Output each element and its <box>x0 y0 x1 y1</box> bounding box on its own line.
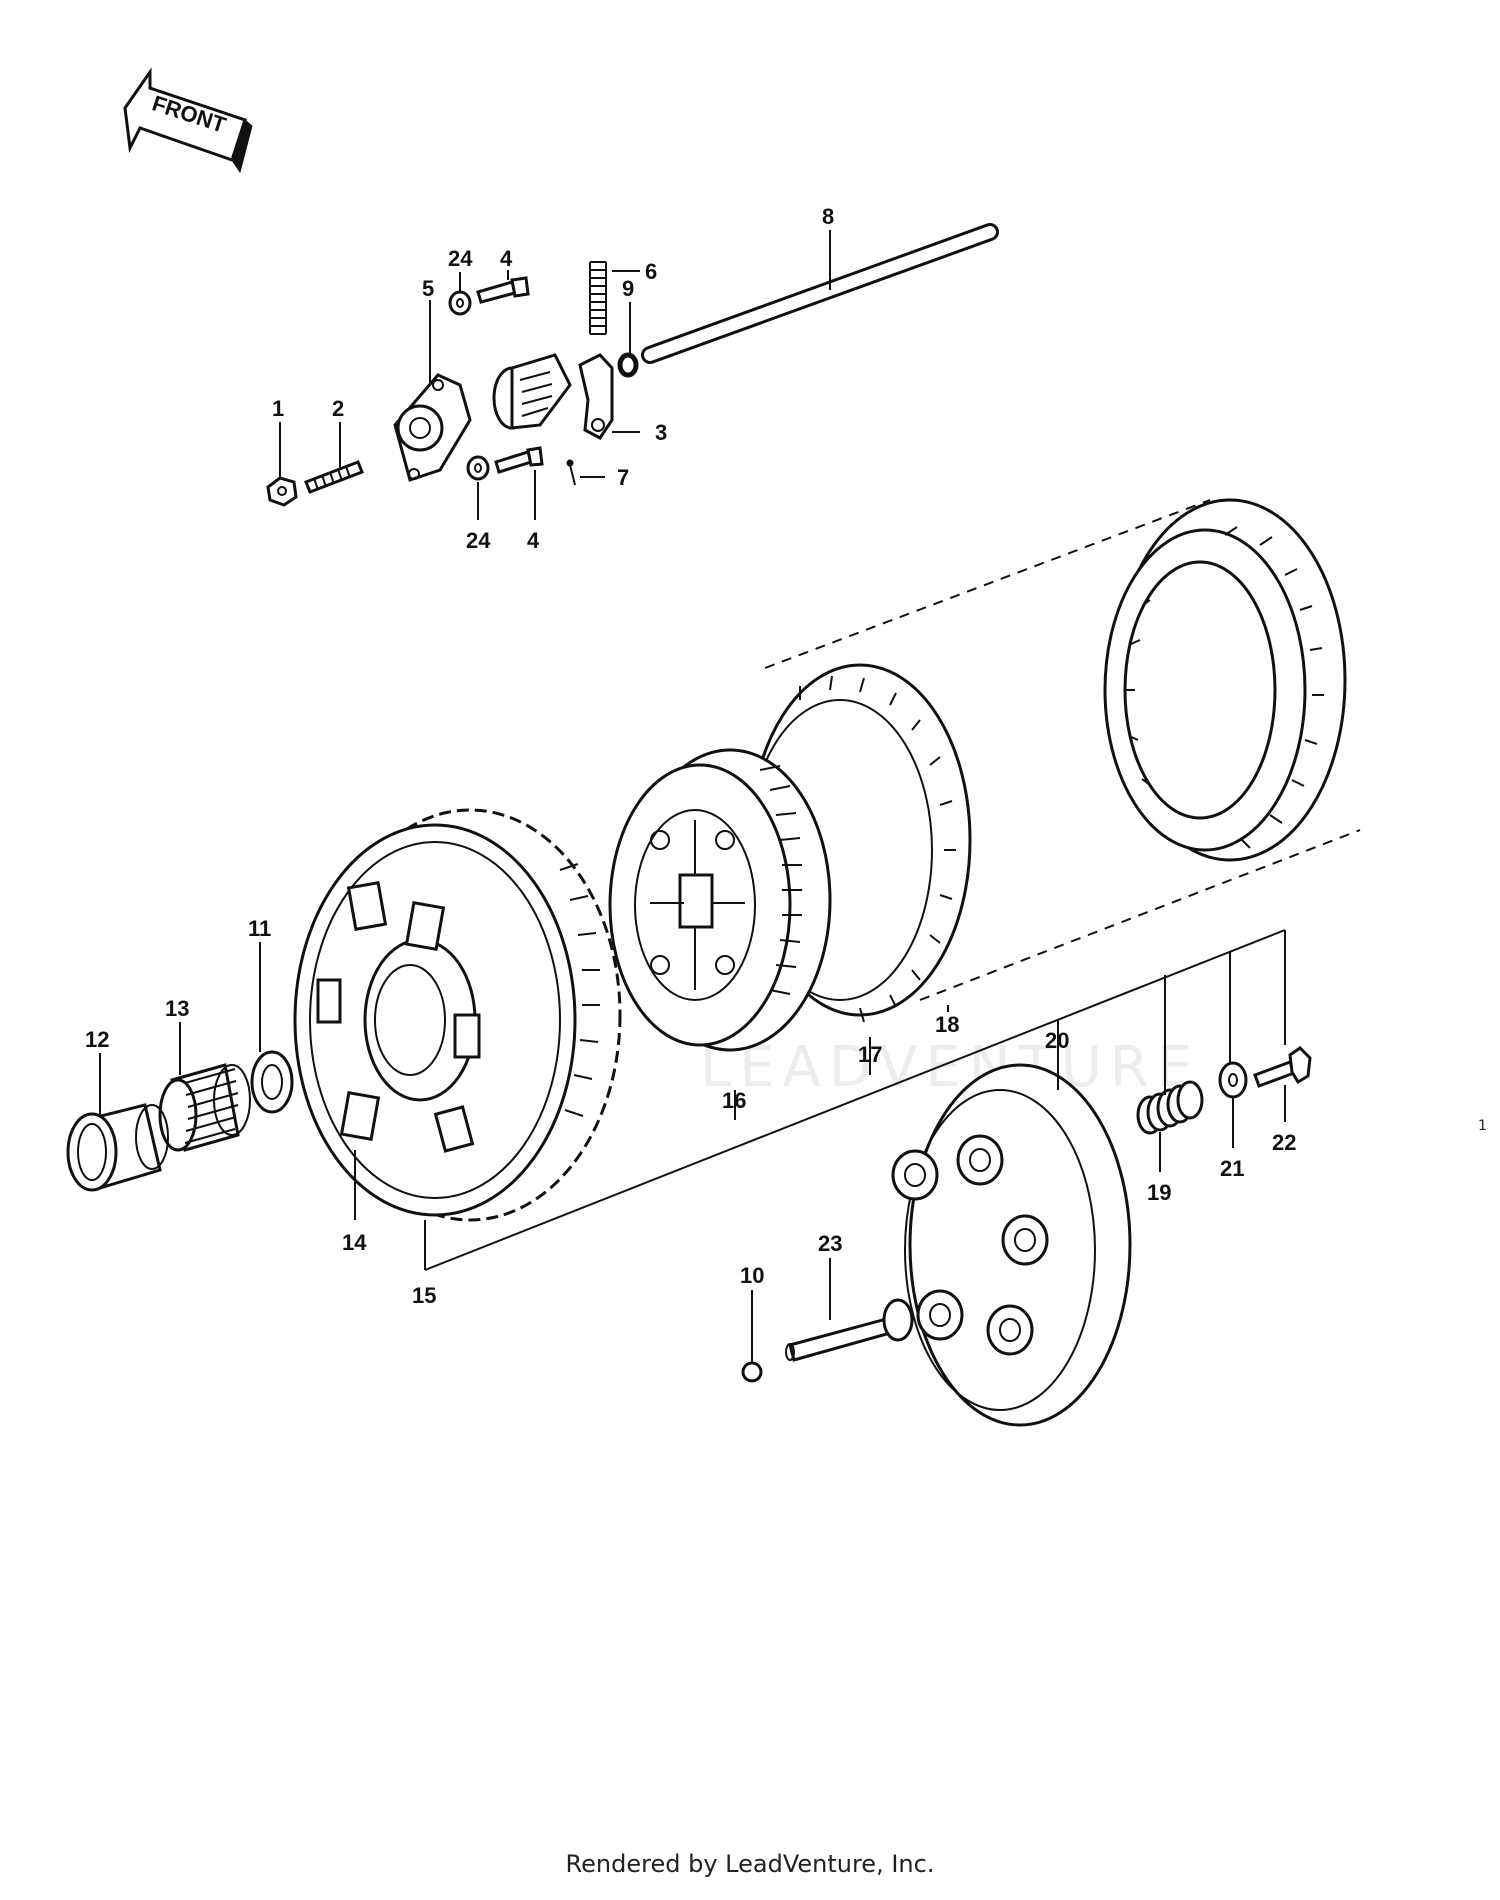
nut-part-1 <box>266 476 298 507</box>
callout-4-upper: 4 <box>500 246 513 271</box>
clutch-spring-part-19 <box>1136 1080 1204 1135</box>
callout-15: 15 <box>412 1283 436 1308</box>
callout-18: 18 <box>935 1012 959 1037</box>
push-rod-part-23 <box>785 1298 914 1362</box>
release-shaft-part <box>492 353 572 430</box>
clutch-hub-part-16 <box>608 748 832 1052</box>
pressure-plate-part-20 <box>891 1063 1132 1427</box>
clutch-housing-part-14 <box>293 808 622 1222</box>
callout-24-lower: 24 <box>466 528 491 553</box>
push-rod <box>641 223 999 364</box>
callout-13: 13 <box>165 996 189 1021</box>
callout-7: 7 <box>617 465 629 490</box>
callout-12: 12 <box>85 1027 109 1052</box>
callout-11: 11 <box>248 916 271 941</box>
assembly-guides <box>764 499 1361 1001</box>
callout-6: 6 <box>645 259 657 284</box>
thrust-washer-part-11 <box>250 1050 294 1114</box>
callout-14: 14 <box>342 1230 367 1255</box>
lever-part-3 <box>578 353 614 440</box>
callout-8: 8 <box>822 204 834 229</box>
callout-2: 2 <box>332 396 344 421</box>
steel-ball-part-10 <box>741 1361 763 1383</box>
callout-9: 9 <box>622 276 634 301</box>
adjust-screw-part-2 <box>304 460 364 494</box>
front-arrow: FRONT <box>123 67 253 174</box>
page-number: 1 <box>1478 1118 1487 1134</box>
screw-upper-part-4 <box>476 276 530 304</box>
callout-5: 5 <box>422 276 434 301</box>
release-cover-part-5 <box>393 373 472 482</box>
callouts: 1 2 3 4 4 5 6 7 8 9 10 11 13 12 14 15 16… <box>85 204 1296 1308</box>
callout-21: 21 <box>1220 1156 1244 1181</box>
needle-bearing-part-13 <box>158 1063 251 1152</box>
spring-part-6 <box>589 261 607 335</box>
bolt-part-22 <box>1253 1046 1312 1088</box>
screw-lower-part-4 <box>494 446 544 474</box>
leader-lines <box>99 230 1286 1362</box>
washer-lower-part-24 <box>466 455 490 481</box>
callout-4-lower: 4 <box>527 528 540 553</box>
callout-22: 22 <box>1272 1130 1296 1155</box>
oil-seal-part-9 <box>617 352 639 378</box>
friction-plate-part-18 <box>1103 498 1347 862</box>
pin-part-7 <box>566 459 576 486</box>
washer-part-21 <box>1218 1061 1248 1099</box>
washer-upper-part-24 <box>448 290 472 316</box>
callout-10: 10 <box>740 1263 764 1288</box>
callout-3: 3 <box>655 420 667 445</box>
footer-credit: Rendered by LeadVenture, Inc. <box>565 1850 935 1878</box>
callout-24-upper: 24 <box>448 246 473 271</box>
callout-17: 17 <box>858 1042 882 1067</box>
sleeve-part-12 <box>66 1103 169 1192</box>
callout-1: 1 <box>272 396 284 421</box>
callout-19: 19 <box>1147 1180 1171 1205</box>
watermark: LEADVENTURE <box>700 1035 1201 1100</box>
callout-23: 23 <box>818 1231 842 1256</box>
callout-20: 20 <box>1045 1028 1069 1053</box>
callout-16: 16 <box>722 1088 746 1113</box>
